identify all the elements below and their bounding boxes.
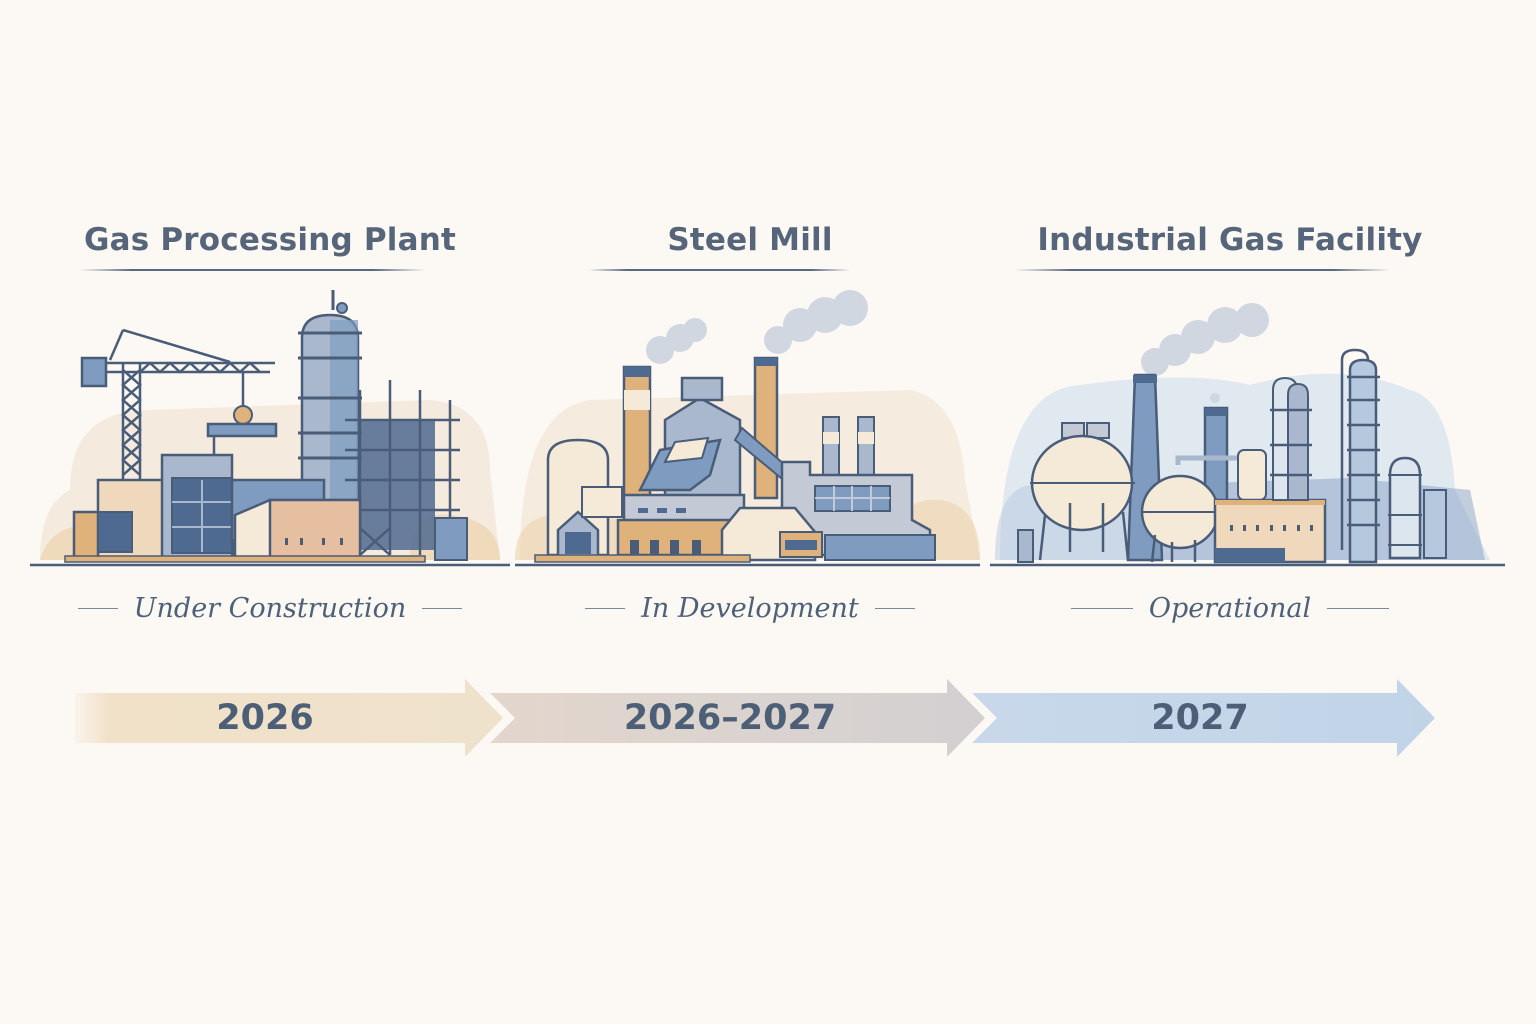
status-label: In Development <box>641 593 859 624</box>
status-label-row: Operational <box>990 593 1470 624</box>
dash-right <box>1327 607 1390 610</box>
dash-right <box>422 607 463 610</box>
dash-left <box>1070 607 1133 610</box>
year-label: 2026 <box>216 698 314 738</box>
dash-left <box>77 607 118 610</box>
stage-title: Industrial Gas Facility <box>1037 222 1423 258</box>
gas-refinery-icon <box>990 290 1510 580</box>
title-underline <box>1015 269 1390 271</box>
status-label-row: Under Construction <box>30 593 510 624</box>
year-label: 2027 <box>1151 698 1249 738</box>
status-label: Under Construction <box>133 593 407 624</box>
dash-right <box>874 607 915 610</box>
arrow-segment-2027 <box>972 679 1435 757</box>
steel-mill-factory-icon <box>510 290 990 580</box>
year-label: 2026–2027 <box>623 698 837 738</box>
timeline-arrows: 2026 2026–2027 2027 <box>0 676 1536 760</box>
construction-site-icon <box>30 290 510 580</box>
arrow-segment-2026 <box>75 679 503 757</box>
status-label: Operational <box>1148 593 1312 624</box>
arrow-segment-2026-2027 <box>490 679 985 757</box>
title-underline <box>588 269 850 271</box>
dash-left <box>585 607 626 610</box>
title-underline <box>80 269 425 271</box>
stage-title: Gas Processing Plant <box>83 222 457 258</box>
stage-title: Steel Mill <box>667 222 833 258</box>
status-label-row: In Development <box>510 593 990 624</box>
